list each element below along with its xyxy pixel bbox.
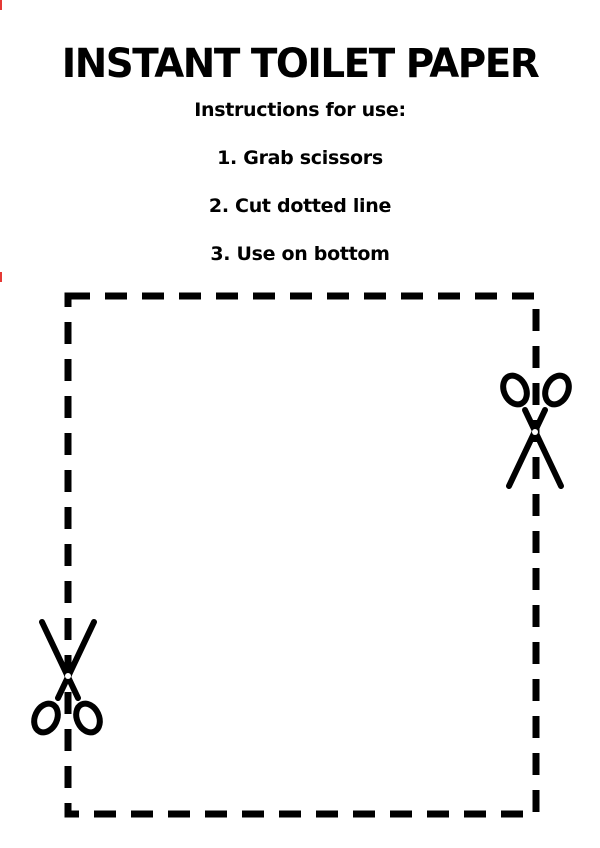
dashed-cut-line[interactable] [64,292,540,818]
instructions-heading: Instructions for use: [194,99,406,121]
scissors-icon [31,619,103,736]
instruction-step-3: 3. Use on bottom [210,243,390,265]
scissors-icon [500,372,572,489]
instruction-step-1: 1. Grab scissors [217,147,383,169]
edge-mark-top [0,0,2,10]
instruction-step-2: 2. Cut dotted line [208,195,392,217]
edge-mark-middle [0,272,2,282]
page-title: INSTANT TOILET PAPER [61,41,540,87]
